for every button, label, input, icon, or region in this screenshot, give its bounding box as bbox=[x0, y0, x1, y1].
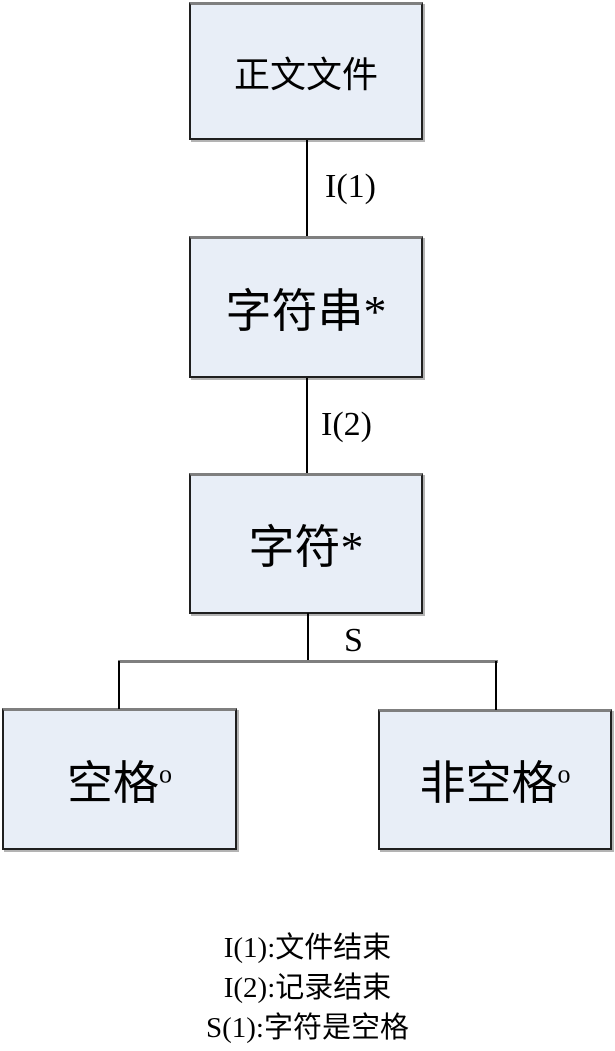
node-space-label: 空格o bbox=[67, 757, 172, 809]
edge-label-i2: I(2) bbox=[321, 406, 372, 443]
legend: I(1):文件结束 I(2):记录结束 S(1):字符是空格 bbox=[0, 928, 615, 1048]
connector-branch-to-nonspace bbox=[495, 661, 497, 710]
node-char-label: 字符* bbox=[248, 522, 364, 573]
legend-item-i2: I(2):记录结束 bbox=[223, 972, 392, 1004]
node-text-file: 正文文件 bbox=[189, 2, 423, 140]
legend-item-i1: I(1):文件结束 bbox=[223, 932, 392, 964]
connector-branch-to-space bbox=[118, 661, 120, 709]
edge-label-i1: I(1) bbox=[325, 168, 376, 205]
node-text-file-label: 正文文件 bbox=[233, 54, 378, 95]
legend-item-s1: S(1):字符是空格 bbox=[205, 1012, 409, 1044]
node-space-superscript: o bbox=[159, 759, 172, 789]
node-nonspace-label: 非空格o bbox=[419, 758, 571, 809]
node-char: 字符* bbox=[189, 473, 423, 614]
edge-label-s: S bbox=[344, 622, 363, 659]
node-string-label: 字符串* bbox=[225, 285, 387, 337]
connector-root-to-string bbox=[306, 140, 308, 236]
node-nonspace: 非空格o bbox=[378, 709, 612, 850]
node-nonspace-superscript: o bbox=[557, 759, 571, 789]
node-string: 字符串* bbox=[189, 236, 423, 378]
connector-string-to-char bbox=[306, 378, 308, 473]
connector-char-to-branch bbox=[307, 613, 309, 662]
node-space: 空格o bbox=[2, 708, 237, 850]
branch-crossbar bbox=[118, 660, 498, 663]
